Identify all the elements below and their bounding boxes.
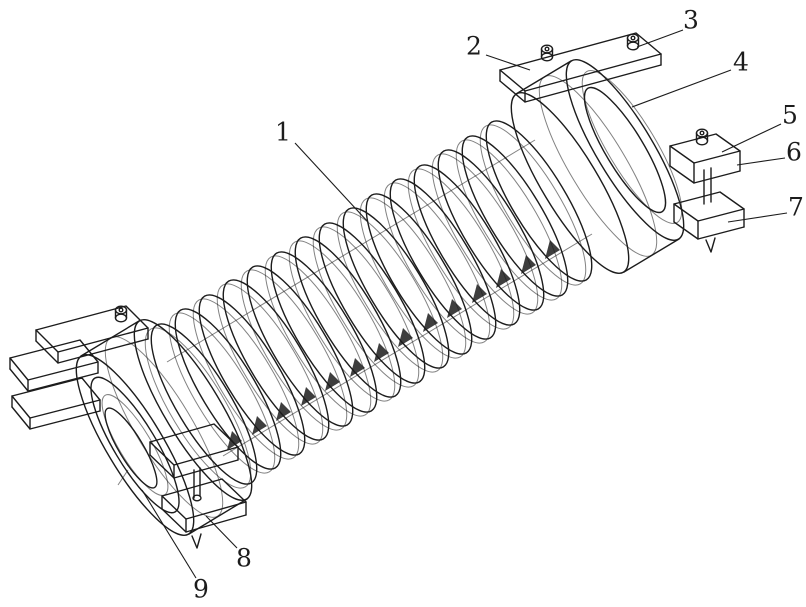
bottom-bracket [149,423,247,549]
fin-rim [383,182,491,344]
screw-tooth [398,328,413,347]
fin-ellipse [461,135,569,297]
callout-2: 2 [466,32,531,71]
fin-ellipse [485,120,593,282]
fin-rim [455,139,563,301]
fin-ellipse [294,236,402,398]
fin-ellipse [437,149,545,311]
top-plate-bottom-edge [499,64,662,103]
left-clamp-ears [9,339,101,430]
foot-block-top-face [161,478,247,520]
callout-7: 7 [727,193,804,223]
callout-1: 1 [275,118,369,223]
screw-tooth [350,358,365,377]
screw-tooth [472,284,487,303]
fin-ellipse [413,164,521,326]
fin-ellipse [222,279,330,441]
plate-bolt-right [626,33,640,51]
callout-5-text: 5 [782,101,798,130]
right-collar-seam [538,75,658,257]
fin-rim [407,168,515,330]
screw-tooth [521,255,536,274]
screw-tooth [301,387,316,406]
clamp-ear-bottom-edge [11,406,101,430]
leader-line-2 [485,54,531,71]
callout-2-text: 2 [466,32,482,61]
leader-line-5 [721,123,782,153]
screw-tooth [276,402,291,421]
lower-bracket-bottom-edge [673,221,745,240]
core-top-line [166,139,536,363]
left-collar-seam [104,336,224,518]
top-plate-face [499,32,662,92]
screw-tooth [447,299,462,318]
leader-line-3 [636,29,684,48]
callout-9-text: 9 [193,575,209,604]
bottom-bracket-top-face [149,423,239,466]
right-collar-bore [583,86,667,214]
leader-line-7 [727,212,788,223]
callout-3-text: 3 [683,6,699,35]
callout-6-text: 6 [786,138,802,167]
screw-tooth [227,431,242,450]
right-flange-ring [581,70,683,224]
callout-8-text: 8 [236,544,252,573]
leader-line-1 [294,142,369,223]
callout-6: 6 [736,138,802,167]
screw-teeth [227,240,560,450]
leader-line-9 [141,489,197,579]
right-collar-top-line [515,60,572,95]
callout-4: 4 [631,48,749,108]
upper-bracket-bottom-edge [669,165,741,184]
right-clamp-assembly [499,32,745,275]
screw-tooth [496,269,511,288]
screw-tooth [252,416,267,435]
callout-7-text: 7 [788,193,804,222]
fin-rim [431,153,539,315]
top-clamp-plate [499,32,662,103]
core-bottom-line [222,233,593,457]
bottom-bracket-bottom-edge [149,454,239,479]
fin-ellipse [246,265,354,427]
foot-block-bottom-edge [161,508,247,533]
callout-5: 5 [721,101,798,153]
foot-stud-tip [191,533,202,549]
screw-tooth [545,240,560,259]
left-top-plate [35,305,149,364]
left-collar-far-edge [133,318,253,502]
left-collar-bore-outer [90,376,180,514]
clamp-ear-top-face [9,339,99,381]
fin-ellipse [174,308,282,470]
leader-line-4 [631,69,732,108]
left-top-plate-bottom-edge [35,338,149,364]
lower-bracket-stud-tip [705,237,716,253]
right-collar-bottom-line [623,238,680,273]
callout-9: 9 [141,489,209,604]
left-top-plate-face [35,305,149,353]
callouts: 1 2 3 4 5 6 7 8 [141,6,804,604]
right-bracket-lower [673,191,745,253]
left-collar-inner-ring [104,407,158,489]
callout-4-text: 4 [733,48,749,77]
leader-line-8 [205,515,238,549]
right-bracket-stud [703,167,712,205]
callout-8: 8 [205,515,252,573]
right-collar-far-edge [565,58,685,242]
lower-bracket-top-face [673,191,745,222]
screw-tooth [374,343,389,362]
left-collar-seam-mark [117,469,129,486]
screw-tooth [325,372,340,391]
right-bracket-upper [669,128,741,184]
fin-rim [479,124,587,286]
screw-tooth [423,313,438,332]
fin-ellipse [389,178,497,340]
finned-sleeve-body [144,120,593,489]
bottom-stud-end [192,494,202,502]
left-clamp-assembly [9,305,253,549]
clamp-ear-bottom-edge [9,368,99,392]
callout-3: 3 [636,6,699,48]
callout-1-text: 1 [275,118,291,147]
leader-line-6 [736,157,786,166]
